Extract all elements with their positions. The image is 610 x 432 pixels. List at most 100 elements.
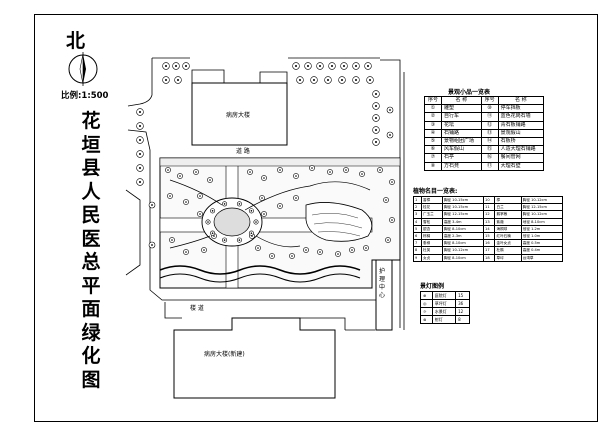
tree-trunk-icon <box>311 167 313 169</box>
plant-cell: 6 <box>413 231 422 241</box>
drawing-title: 花垣县人民医总平面绿化图 <box>77 110 105 392</box>
plant-cell: 7 <box>413 239 422 248</box>
tree-trunk-icon <box>167 169 169 171</box>
tree-trunk-icon <box>171 239 173 241</box>
tree-trunk-icon <box>291 255 293 257</box>
lamp-symbol-icon: ☼ <box>420 307 433 316</box>
feature-cell: ⑬ <box>480 128 499 138</box>
lamp-cell: 射灯 <box>431 315 457 324</box>
plant-cell: 金叶女贞 <box>494 239 522 248</box>
plant-cell: 14 <box>483 224 496 233</box>
feature-cell: ③ <box>424 120 442 130</box>
tree-trunk-icon <box>351 249 353 251</box>
plant-table-title: 植物名目一览表: <box>413 188 458 195</box>
tree-trunk-icon <box>138 124 142 128</box>
tree-trunk-icon <box>184 64 188 68</box>
north-ward-label: 病房大楼 <box>226 112 251 119</box>
feature-cell: ⑯ <box>480 153 499 163</box>
lamp-symbol-icon: ⊗ <box>420 315 433 324</box>
feature-cell: ⑦ <box>424 153 442 163</box>
title-char: 垣 <box>81 133 101 156</box>
tree-trunk-icon <box>340 78 344 82</box>
tree-trunk-icon <box>279 205 281 207</box>
plant-cell: 胸径 12-15cm <box>520 203 564 212</box>
tree-trunk-icon <box>238 203 241 205</box>
tree-trunk-icon <box>199 213 201 215</box>
tree-trunk-icon <box>223 239 226 241</box>
tree-trunk-icon <box>176 78 180 82</box>
feature-cell: 人造大理石铺路 <box>497 145 545 155</box>
tree-trunk-icon <box>164 64 168 68</box>
plant-cell: 台湾草 <box>520 253 564 262</box>
garden-area <box>159 157 401 289</box>
plant-cell: 高度 2-3m <box>441 231 485 241</box>
plant-cell: 棕榈 <box>421 231 443 241</box>
title-char: 化 <box>81 345 101 367</box>
tree-trunk-icon <box>250 210 253 212</box>
lamp-cell: 12 <box>455 307 470 316</box>
plant-cell: 女贞 <box>421 253 443 262</box>
tree-trunk-icon <box>391 181 393 183</box>
feature-cell: 餐间管网 <box>497 153 545 163</box>
feature-cell: ⑫ <box>480 120 499 130</box>
lamp-cell: 8 <box>455 315 470 324</box>
lamp-cell: 15 <box>455 291 470 300</box>
north-arrow-icon <box>68 52 98 86</box>
tree-trunk-icon <box>185 251 187 253</box>
tree-trunk-icon <box>318 64 322 68</box>
plant-cell: 16 <box>483 239 496 248</box>
south-road-label: 楼 道 <box>190 305 204 312</box>
tree-trunk-icon <box>203 249 205 251</box>
plant-cell: 2 <box>413 203 422 212</box>
header-cell: 名 称 <box>441 95 482 106</box>
tree-trunk-icon <box>179 175 181 177</box>
feature-cell: ⑭ <box>480 136 499 147</box>
plant-cell: 胸径 12-15cm <box>441 210 485 219</box>
plant-cell: 高度 3-4m <box>441 217 485 226</box>
feature-cell: ④ <box>424 128 442 138</box>
plant-cell: 红叶石楠 <box>494 231 522 241</box>
tree-trunk-icon <box>374 92 378 96</box>
tree-trunk-icon <box>261 197 263 199</box>
lamp-cell: 草坪灯 <box>431 299 457 308</box>
tree-trunk-icon <box>151 244 153 246</box>
tree-trunk-icon <box>368 78 372 82</box>
plant-cell: 杜英 <box>421 246 443 255</box>
feature-cell: 花坛 <box>441 120 482 130</box>
tree-trunk-icon <box>255 221 257 223</box>
title-char: 县 <box>81 157 101 179</box>
title-char: 绿 <box>81 321 101 344</box>
plant-cell: 高度 0.5m <box>520 239 564 248</box>
feature-cell: 方石凳 <box>441 161 482 171</box>
feature-cell: 风车假山 <box>441 145 482 155</box>
plant-cell: 胸径 8-10cm <box>441 253 485 262</box>
plant-cell: 高度 0.4m <box>520 246 564 255</box>
tree-trunk-icon <box>361 173 363 175</box>
plant-cell: 紫薇 <box>494 217 522 226</box>
plant-cell: 香樟 <box>421 195 443 205</box>
feature-cell: 石亭 <box>441 153 482 163</box>
tree-trunk-icon <box>295 175 297 177</box>
feature-cell: ① <box>424 104 442 114</box>
title-char: 人 <box>81 180 101 203</box>
tree-trunk-icon <box>185 201 187 203</box>
plant-cell: 胸径 10-12cm <box>520 210 564 219</box>
plant-cell: 10 <box>483 195 496 205</box>
tree-trunk-icon <box>250 232 253 234</box>
tree-trunk-icon <box>366 64 370 68</box>
